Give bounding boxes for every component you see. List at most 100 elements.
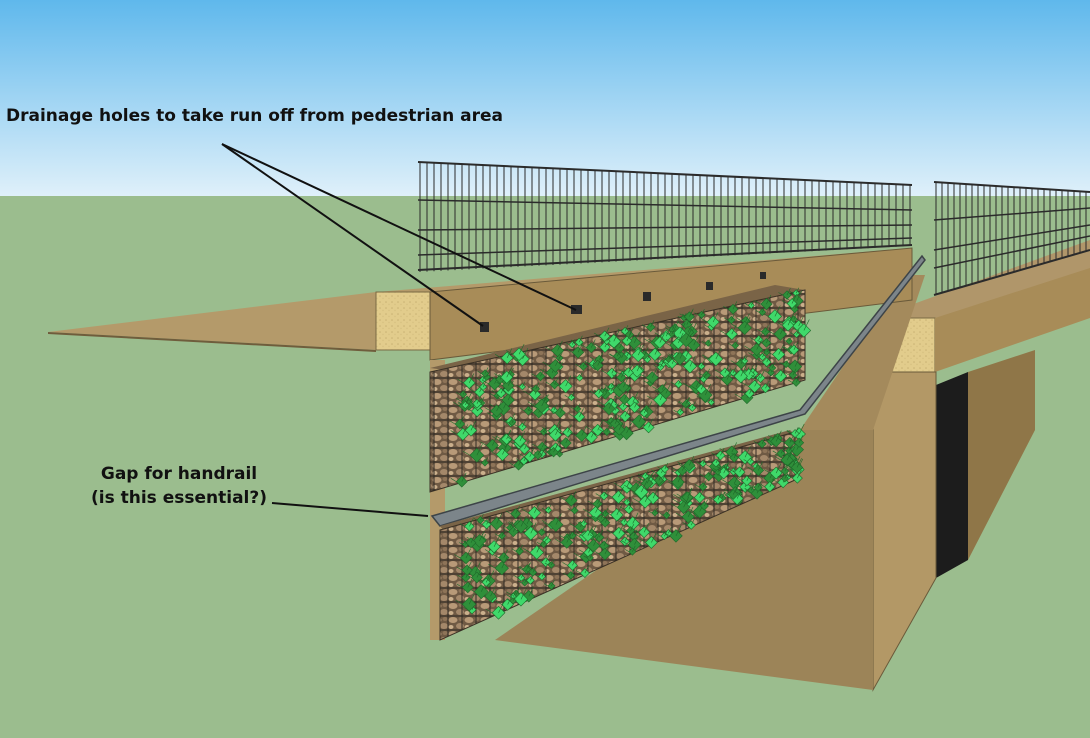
ivy-leaf <box>454 548 473 565</box>
ivy-leaf <box>593 512 606 523</box>
ivy-leaf <box>764 432 782 448</box>
ivy-leaf <box>564 391 576 402</box>
ivy-leaf <box>606 523 626 540</box>
ivy-leaf <box>531 368 546 382</box>
ivy-leaf <box>494 530 506 540</box>
left-deck-edge <box>48 332 376 352</box>
ivy-leaf <box>611 377 630 394</box>
ivy-leaf <box>763 463 783 480</box>
ivy-leaf <box>532 439 548 453</box>
ivy-leaf <box>757 354 772 367</box>
ivy-leaf <box>455 593 477 612</box>
ivy-leaf <box>676 488 694 504</box>
ivy-leaf <box>639 532 658 549</box>
ivy-leaf <box>632 491 652 509</box>
ivy-leaf <box>456 578 474 594</box>
ivy-leaf <box>682 518 696 530</box>
ivy-leaf <box>544 559 556 569</box>
ivy-leaf <box>638 470 650 481</box>
leader-lines <box>221 143 577 517</box>
ivy-leaf <box>495 430 513 445</box>
ivy-leaf <box>677 455 696 472</box>
ivy-leaf <box>507 431 527 448</box>
ivy-leaf <box>675 506 695 524</box>
ivy-leaf <box>635 473 654 490</box>
ivy-leaf <box>541 513 564 532</box>
ivy-leaf <box>543 579 556 590</box>
ivy-leaf <box>563 569 576 580</box>
ivy-leaf <box>480 435 499 452</box>
ivy-leaf <box>484 401 504 418</box>
ivy-leaf <box>552 375 573 394</box>
ivy-leaf <box>456 561 473 576</box>
ivy-leaf <box>670 378 683 389</box>
ivy-leaf <box>477 367 490 378</box>
ivy-leaf <box>458 399 470 409</box>
ivy-leaf <box>525 566 538 577</box>
ivy-leaf <box>617 332 633 347</box>
ivy-leaf <box>711 447 726 461</box>
right-deck-side <box>935 268 1090 372</box>
ivy-leaf <box>542 355 563 373</box>
drainage-hole <box>571 305 582 314</box>
back-ramp <box>800 275 925 430</box>
ivy-leaf <box>575 359 588 371</box>
ivy-leaf <box>744 300 755 309</box>
retaining-wall-face <box>429 247 913 361</box>
ivy-leaf <box>488 557 509 576</box>
right-railing <box>933 181 1090 296</box>
ivy-leaf <box>455 388 468 399</box>
ivy-leaf <box>654 384 672 400</box>
ivy-leaf <box>777 464 790 476</box>
ivy-leaf <box>663 525 683 543</box>
ivy-leaf <box>534 526 546 537</box>
ivy-leaf <box>536 538 548 548</box>
ivy-leaf <box>617 325 630 336</box>
ivy-leaf <box>711 467 722 476</box>
ivy-leaf <box>575 565 590 579</box>
ivy-leaf <box>518 448 536 463</box>
ivy-leaf <box>696 499 709 511</box>
upper-gabion-top <box>430 285 805 372</box>
ivy-leaf <box>511 544 524 556</box>
ivy-leaf <box>489 444 510 462</box>
ivy-leaf <box>527 394 550 414</box>
ivy-leaf <box>495 594 514 611</box>
ivy-leaf <box>787 469 803 484</box>
ivy-leaf <box>747 461 765 477</box>
ivy-leaf <box>625 344 646 363</box>
ivy-leaf <box>542 424 563 442</box>
ivy-leaf <box>742 376 762 394</box>
ivy-leaf <box>774 450 794 467</box>
ivy-leaf <box>506 595 517 605</box>
ivy-leaf <box>696 373 708 383</box>
handrail-annotation-line1: Gap for handrail <box>100 464 258 484</box>
ivy-leaf <box>477 575 491 587</box>
ivy-leaf <box>450 416 466 430</box>
ivy-leaf <box>475 380 488 391</box>
ivy-leaf <box>514 572 526 582</box>
ivy-leaf <box>738 355 749 365</box>
ivy-leaf <box>607 420 626 436</box>
ivy-leaf <box>450 424 470 441</box>
ivy-leaf <box>589 386 604 399</box>
drainage-hole <box>643 292 651 301</box>
ivy-leaf <box>493 549 510 564</box>
ivy-leaf <box>450 472 468 488</box>
ivy-leaf <box>514 420 527 432</box>
ivy-leaf <box>700 312 720 329</box>
ivy-leaf <box>514 440 531 455</box>
ivy-leaf <box>543 444 559 458</box>
ivy-leaf <box>648 333 667 349</box>
ivy-leaf <box>728 463 746 478</box>
ivy-leaf <box>521 502 542 520</box>
handrail-annotation: Gap for handrail (is this essential?) <box>84 462 274 510</box>
leader-line-drainage-2 <box>221 143 577 311</box>
ivy-leaf <box>562 557 578 571</box>
ivy-leaf <box>505 505 521 520</box>
ivy-leaf <box>618 364 634 378</box>
ivy-leaf <box>635 406 649 418</box>
ivy-leaf <box>688 488 706 504</box>
ivy-leaf <box>566 342 585 359</box>
